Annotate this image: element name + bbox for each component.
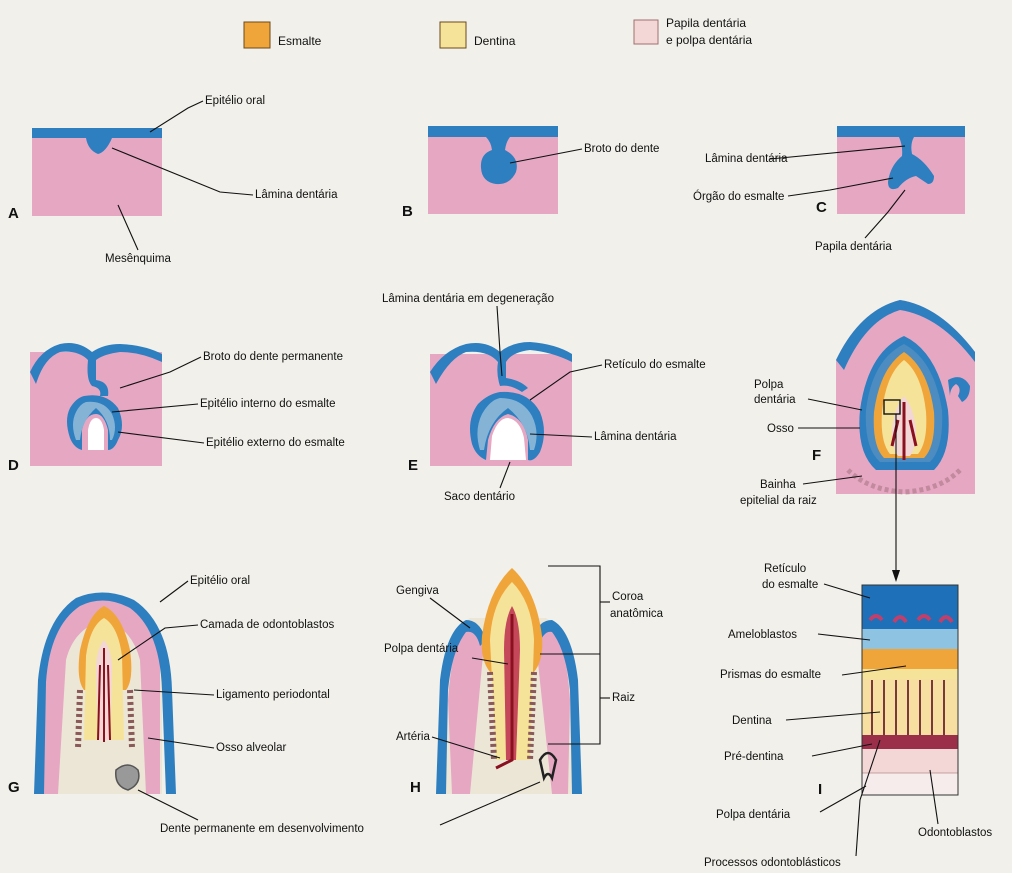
legend-label-dentin: Dentina xyxy=(474,34,516,48)
panel-b-letter: B xyxy=(402,203,413,220)
panel-h-label-root: Raiz xyxy=(612,692,635,704)
panel-d: D Broto do dente permanente Epitélio int… xyxy=(8,343,345,474)
panel-f-label-bone: Osso xyxy=(767,423,794,435)
panel-e: E Lâmina dentária em degeneração Retícul… xyxy=(382,293,706,503)
panel-c-letter: C xyxy=(816,199,827,216)
panel-d-label-inner-epithelium: Epitélio interno do esmalte xyxy=(200,398,336,410)
panel-b: B Broto do dente xyxy=(402,126,659,220)
panel-d-papilla xyxy=(88,418,104,450)
panel-e-label-dental-lamina: Lâmina dentária xyxy=(594,431,677,443)
panel-e-label-degenerating-lamina: Lâmina dentária em degeneração xyxy=(382,293,554,305)
panel-e-label-reticulum: Retículo do esmalte xyxy=(604,359,706,371)
panel-c-label-dental-papilla: Papila dentária xyxy=(815,241,892,253)
legend-label-pulp-line1: Papila dentária xyxy=(666,16,746,30)
panel-i-label-odontoblasts: Odontoblastos xyxy=(918,827,992,839)
panel-h: H Gengiva Polpa dentária Artéria Coroa a… xyxy=(384,566,664,825)
panel-a-label-oral-epithelium: Epitélio oral xyxy=(205,95,265,107)
panel-a-label-dental-lamina: Lâmina dentária xyxy=(255,189,338,201)
panel-d-letter: D xyxy=(8,457,19,474)
panel-i-enamel-prisms xyxy=(862,649,958,669)
panel-h-label-artery: Artéria xyxy=(396,731,430,743)
legend-swatch-dentin xyxy=(440,22,466,48)
panel-i-predentin xyxy=(862,735,958,749)
panel-e-letter: E xyxy=(408,457,418,474)
panel-i-label-pulp: Polpa dentária xyxy=(716,809,791,821)
panel-h-label-crown-line2: anatômica xyxy=(610,608,664,620)
panel-d-label-permanent-bud: Broto do dente permanente xyxy=(203,351,343,363)
panel-f-label-sheath-line1: Bainha xyxy=(760,479,796,491)
panel-i-label-reticulum-line2: do esmalte xyxy=(762,579,818,591)
panel-f: F Polpa dentária Osso Bainha epitelial d… xyxy=(740,300,975,582)
panel-g: G Epitélio oral Camada de odontoblastos … xyxy=(8,575,364,835)
legend-swatch-enamel xyxy=(244,22,270,48)
panel-i-pulp xyxy=(862,773,958,795)
panel-e-label-dental-sac: Saco dentário xyxy=(444,491,515,503)
panel-h-letter: H xyxy=(410,779,421,796)
panel-i-label-reticulum-line1: Retículo xyxy=(764,563,806,575)
panel-i-label-enamel-prisms: Prismas do esmalte xyxy=(720,669,821,681)
panel-h-label-pulp: Polpa dentária xyxy=(384,643,459,655)
panel-f-label-pulp-line1: Polpa xyxy=(754,379,784,391)
panel-i-letter: I xyxy=(818,781,822,798)
panel-g-label-odontoblast-layer: Camada de odontoblastos xyxy=(200,619,335,631)
panel-g-label-permanent-tooth: Dente permanente em desenvolvimento xyxy=(160,823,364,835)
panel-g-letter: G xyxy=(8,779,20,796)
panel-i-reticulum xyxy=(862,585,958,629)
legend-label-pulp-line2: e polpa dentária xyxy=(666,33,752,47)
panel-i-odontoblasts xyxy=(862,749,958,773)
legend-label-enamel: Esmalte xyxy=(278,34,322,48)
panel-f-label-pulp-line2: dentária xyxy=(754,394,796,406)
panel-i: I Retículo do esmalte Ameloblastos Prism… xyxy=(704,563,992,869)
panel-i-ameloblasts xyxy=(862,629,958,649)
panel-a-letter: A xyxy=(8,205,19,222)
panel-a: A Epitélio oral Lâmina dentária Mesênqui… xyxy=(8,95,338,265)
panel-c-label-enamel-organ: Órgão do esmalte xyxy=(693,190,784,203)
panel-c: C Lâmina dentária Órgão do esmalte Papil… xyxy=(693,126,965,253)
panel-g-label-oral-epithelium: Epitélio oral xyxy=(190,575,250,587)
panel-f-letter: F xyxy=(812,447,821,464)
panel-i-label-processes: Processos odontoblásticos xyxy=(704,857,841,869)
panel-f-label-sheath-line2: epitelial da raiz xyxy=(740,495,817,507)
panel-h-label-crown-line1: Coroa xyxy=(612,591,644,603)
panel-i-label-predentin: Pré-dentina xyxy=(724,751,784,763)
panel-b-label-tooth-bud: Broto do dente xyxy=(584,143,659,155)
legend: Esmalte Dentina Papila dentária e polpa … xyxy=(244,16,752,48)
panel-g-label-periodontal-ligament: Ligamento periodontal xyxy=(216,689,330,701)
panel-i-label-ameloblasts: Ameloblastos xyxy=(728,629,797,641)
panel-a-label-mesenchyme: Mesênquima xyxy=(105,253,171,265)
legend-swatch-pulp xyxy=(634,20,658,44)
panel-i-label-dentin: Dentina xyxy=(732,715,772,727)
panel-h-label-gingiva: Gengiva xyxy=(396,585,439,597)
panel-g-label-alveolar-bone: Osso alveolar xyxy=(216,742,286,754)
panel-d-label-outer-epithelium: Epitélio externo do esmalte xyxy=(206,437,345,449)
